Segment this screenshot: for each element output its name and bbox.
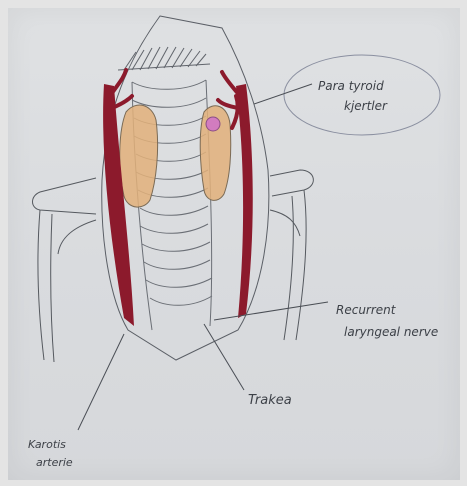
parathyroid-gland (206, 117, 220, 131)
right-shoulder (270, 170, 313, 340)
parathyroid-label-line2: kjertler (344, 99, 388, 113)
carotid-label-line2: arterie (36, 456, 73, 469)
carotid-label-line1: Karotis (28, 438, 66, 451)
parathyroid-label-line1: Para tyroid (318, 79, 384, 93)
carotid-artery-right (236, 84, 253, 318)
larynx-hatching (118, 47, 210, 70)
trachea-label: Trakea (248, 393, 292, 408)
thyroid-lobe-left (120, 105, 158, 207)
parathyroid-label-circle (284, 55, 440, 135)
recurrent-nerve-label-line2: laryngeal nerve (344, 325, 438, 339)
recurrent-nerve-label-line1: Recurrent (336, 303, 397, 317)
left-shoulder (33, 178, 97, 362)
